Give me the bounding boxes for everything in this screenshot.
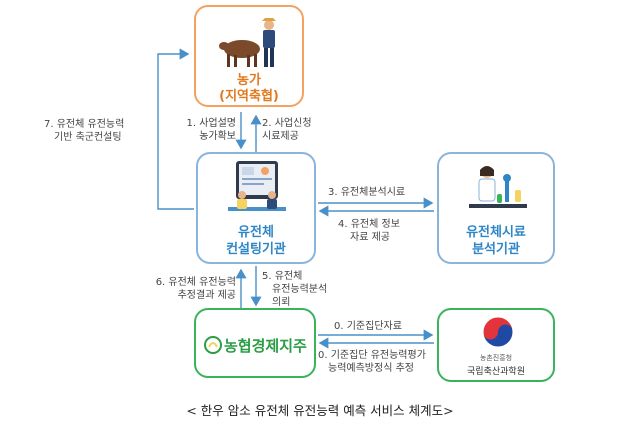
consulting-title-line1: 유전체 — [238, 225, 274, 240]
analysis-node: 유전체시료 분석기관 — [437, 152, 555, 264]
diagram-caption: < 한우 암소 유전체 유전능력 예측 서비스 체계도> — [186, 403, 454, 418]
edge-0a-label: 0. 기준집단자료 — [334, 321, 402, 332]
nh-title: 농협경제지주 — [224, 337, 307, 355]
edge-1-label: 1. 사업설명 농가확보 — [186, 118, 236, 142]
lab-scientist-icon — [469, 166, 527, 208]
farm-subtitle: (지역축협) — [219, 89, 279, 104]
consulting-node: 유전체 컨설팅기관 — [196, 152, 316, 264]
edge-2-label: 2. 사업신청 시료제공 — [262, 118, 312, 142]
analysis-title-line1: 유전체시료 — [466, 225, 526, 240]
edge-0b-label: 0. 기준집단 유전능력평가 능력예측방정식 추정 — [318, 350, 426, 374]
edge-7-label: 7. 유전체 유전능력 기반 축군컨설팅 — [44, 119, 125, 143]
nias-title: 국립축산과학원 — [467, 367, 525, 377]
nh-logo-icon — [204, 336, 222, 354]
arrow-7 — [157, 48, 194, 210]
farm-node: 농가 (지역축협) — [194, 5, 304, 107]
analysis-title-line2: 분석기관 — [472, 242, 520, 257]
edge-5-label: 5. 유전체 유전능력분석 의뢰 — [262, 271, 328, 308]
edge-3-label: 3. 유전체분석시료 — [328, 187, 406, 198]
farm-title: 농가 — [237, 73, 261, 88]
edge-6-label: 6. 유전체 유전능력 추정결과 제공 — [155, 277, 236, 301]
nias-node: 농촌진흥청 국립축산과학원 — [437, 308, 555, 382]
consulting-icon — [228, 161, 286, 211]
nh-node: 농협경제지주 — [194, 308, 316, 378]
nias-agency: 농촌진흥청 — [479, 354, 513, 362]
korea-emblem-icon — [482, 316, 514, 348]
consulting-title-line2: 컨설팅기관 — [226, 242, 286, 257]
edge-4-label: 4. 유전체 정보 자료 제공 — [338, 219, 400, 243]
farmer-cow-icon — [219, 18, 276, 67]
